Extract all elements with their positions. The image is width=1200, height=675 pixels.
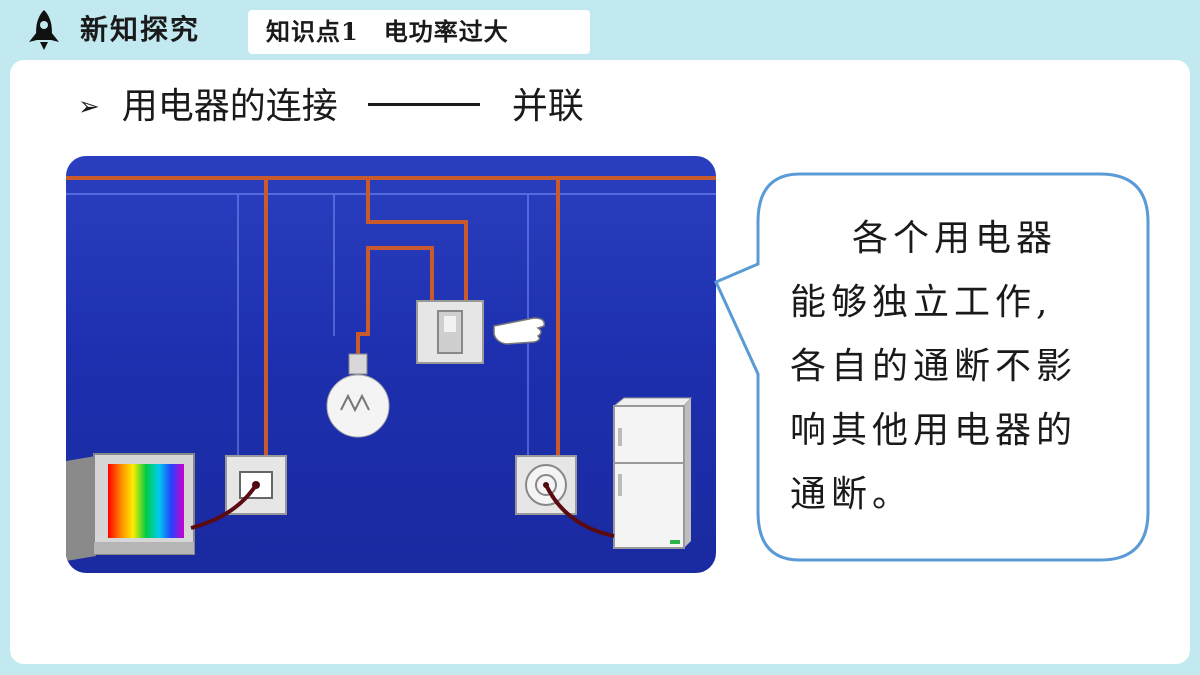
parallel-circuit-diagram: [66, 156, 716, 573]
slide-heading: ➢ 用电器的连接 并联: [78, 82, 584, 132]
topic-tab: 知识点1 电功率过大: [248, 10, 590, 54]
bubble-line: 响其他用电器的: [790, 410, 1078, 451]
rocket-icon: [29, 10, 59, 50]
television-icon: [66, 453, 195, 561]
heading-tail: 并联: [511, 86, 584, 127]
header-bar: 新知探究 知识点1 电功率过大: [0, 0, 1200, 58]
bubble-line: 各自的通断不影: [790, 346, 1078, 387]
bullet-arrow-icon: ➢: [78, 92, 100, 122]
bubble-line: 通断。: [790, 474, 914, 515]
pointing-hand-icon: [493, 317, 546, 345]
bubble-line: 各个用电器: [852, 218, 1058, 259]
bubble-text: 各个用电器 能够独立工作, 各自的通断不影 响其他用电器的 通断。: [790, 207, 1130, 527]
appliance-cords: [190, 483, 615, 538]
topic-label: 知识点1 电功率过大: [266, 17, 509, 46]
refrigerator-icon: [612, 397, 693, 549]
speech-bubble: [713, 172, 1150, 562]
wires: [66, 176, 716, 456]
light-switch: [416, 300, 484, 364]
heading-dash: [367, 103, 480, 106]
bubble-line: 能够独立工作,: [790, 282, 1053, 323]
light-bulb-icon: [326, 353, 390, 438]
section-title: 新知探究: [80, 13, 201, 46]
heading-label: 用电器的连接: [121, 86, 338, 127]
